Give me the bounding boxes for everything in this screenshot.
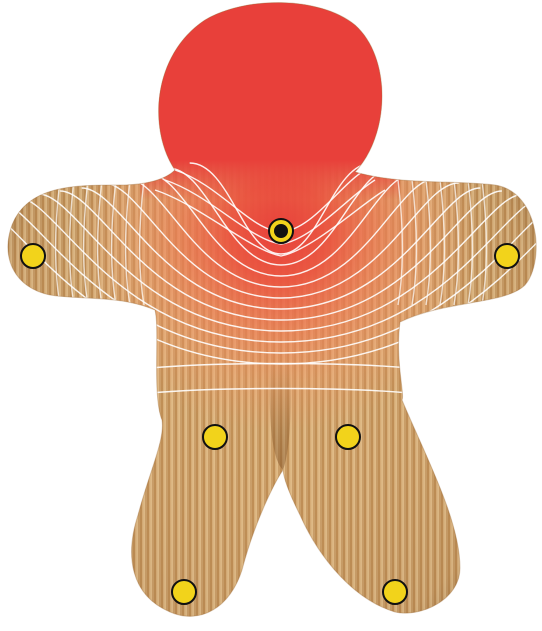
left-foot-handle[interactable] bbox=[172, 580, 196, 604]
right-hip-handle[interactable] bbox=[336, 425, 360, 449]
left-hand-handle[interactable] bbox=[21, 244, 45, 268]
right-hand-handle[interactable] bbox=[495, 244, 519, 268]
left-hip-handle[interactable] bbox=[203, 425, 227, 449]
right-foot-handle[interactable] bbox=[383, 580, 407, 604]
heat-source-icon[interactable] bbox=[269, 219, 293, 243]
